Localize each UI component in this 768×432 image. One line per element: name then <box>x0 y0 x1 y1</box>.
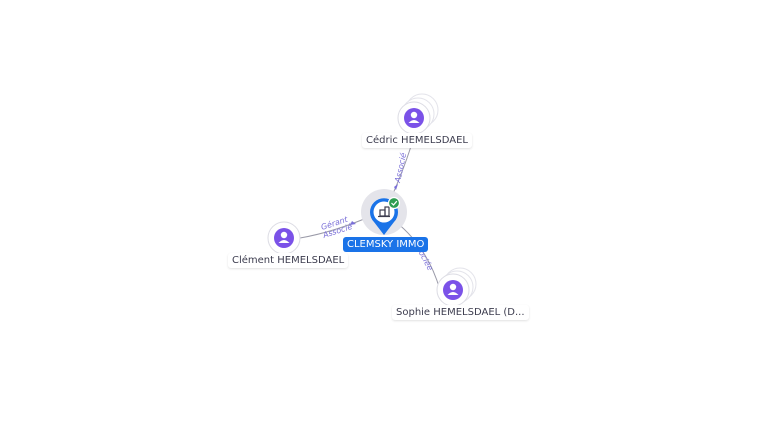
edge-label-cedric: Associé <box>392 152 408 185</box>
building-icon <box>378 206 390 218</box>
person-node-clement[interactable] <box>267 221 301 255</box>
company-name-label: CLEMSKY IMMO <box>343 237 429 252</box>
person-node-sophie[interactable] <box>436 267 477 307</box>
person-name-label-sophie: Sophie HEMELSDAEL (D... <box>392 305 529 320</box>
person-icon <box>443 280 463 300</box>
person-name-label-cedric: Cédric HEMELSDAEL <box>362 133 473 148</box>
arrow-clement <box>350 221 356 225</box>
person-icon <box>274 228 294 248</box>
edge-sophie-company <box>395 221 441 291</box>
company-node[interactable] <box>361 189 407 235</box>
person-node-cedric[interactable] <box>397 93 439 135</box>
person-icon <box>404 108 424 128</box>
arrow-cedric <box>394 184 398 190</box>
person-name-label-clement: Clément HEMELSDAEL <box>228 253 349 268</box>
check-icon <box>387 196 401 210</box>
